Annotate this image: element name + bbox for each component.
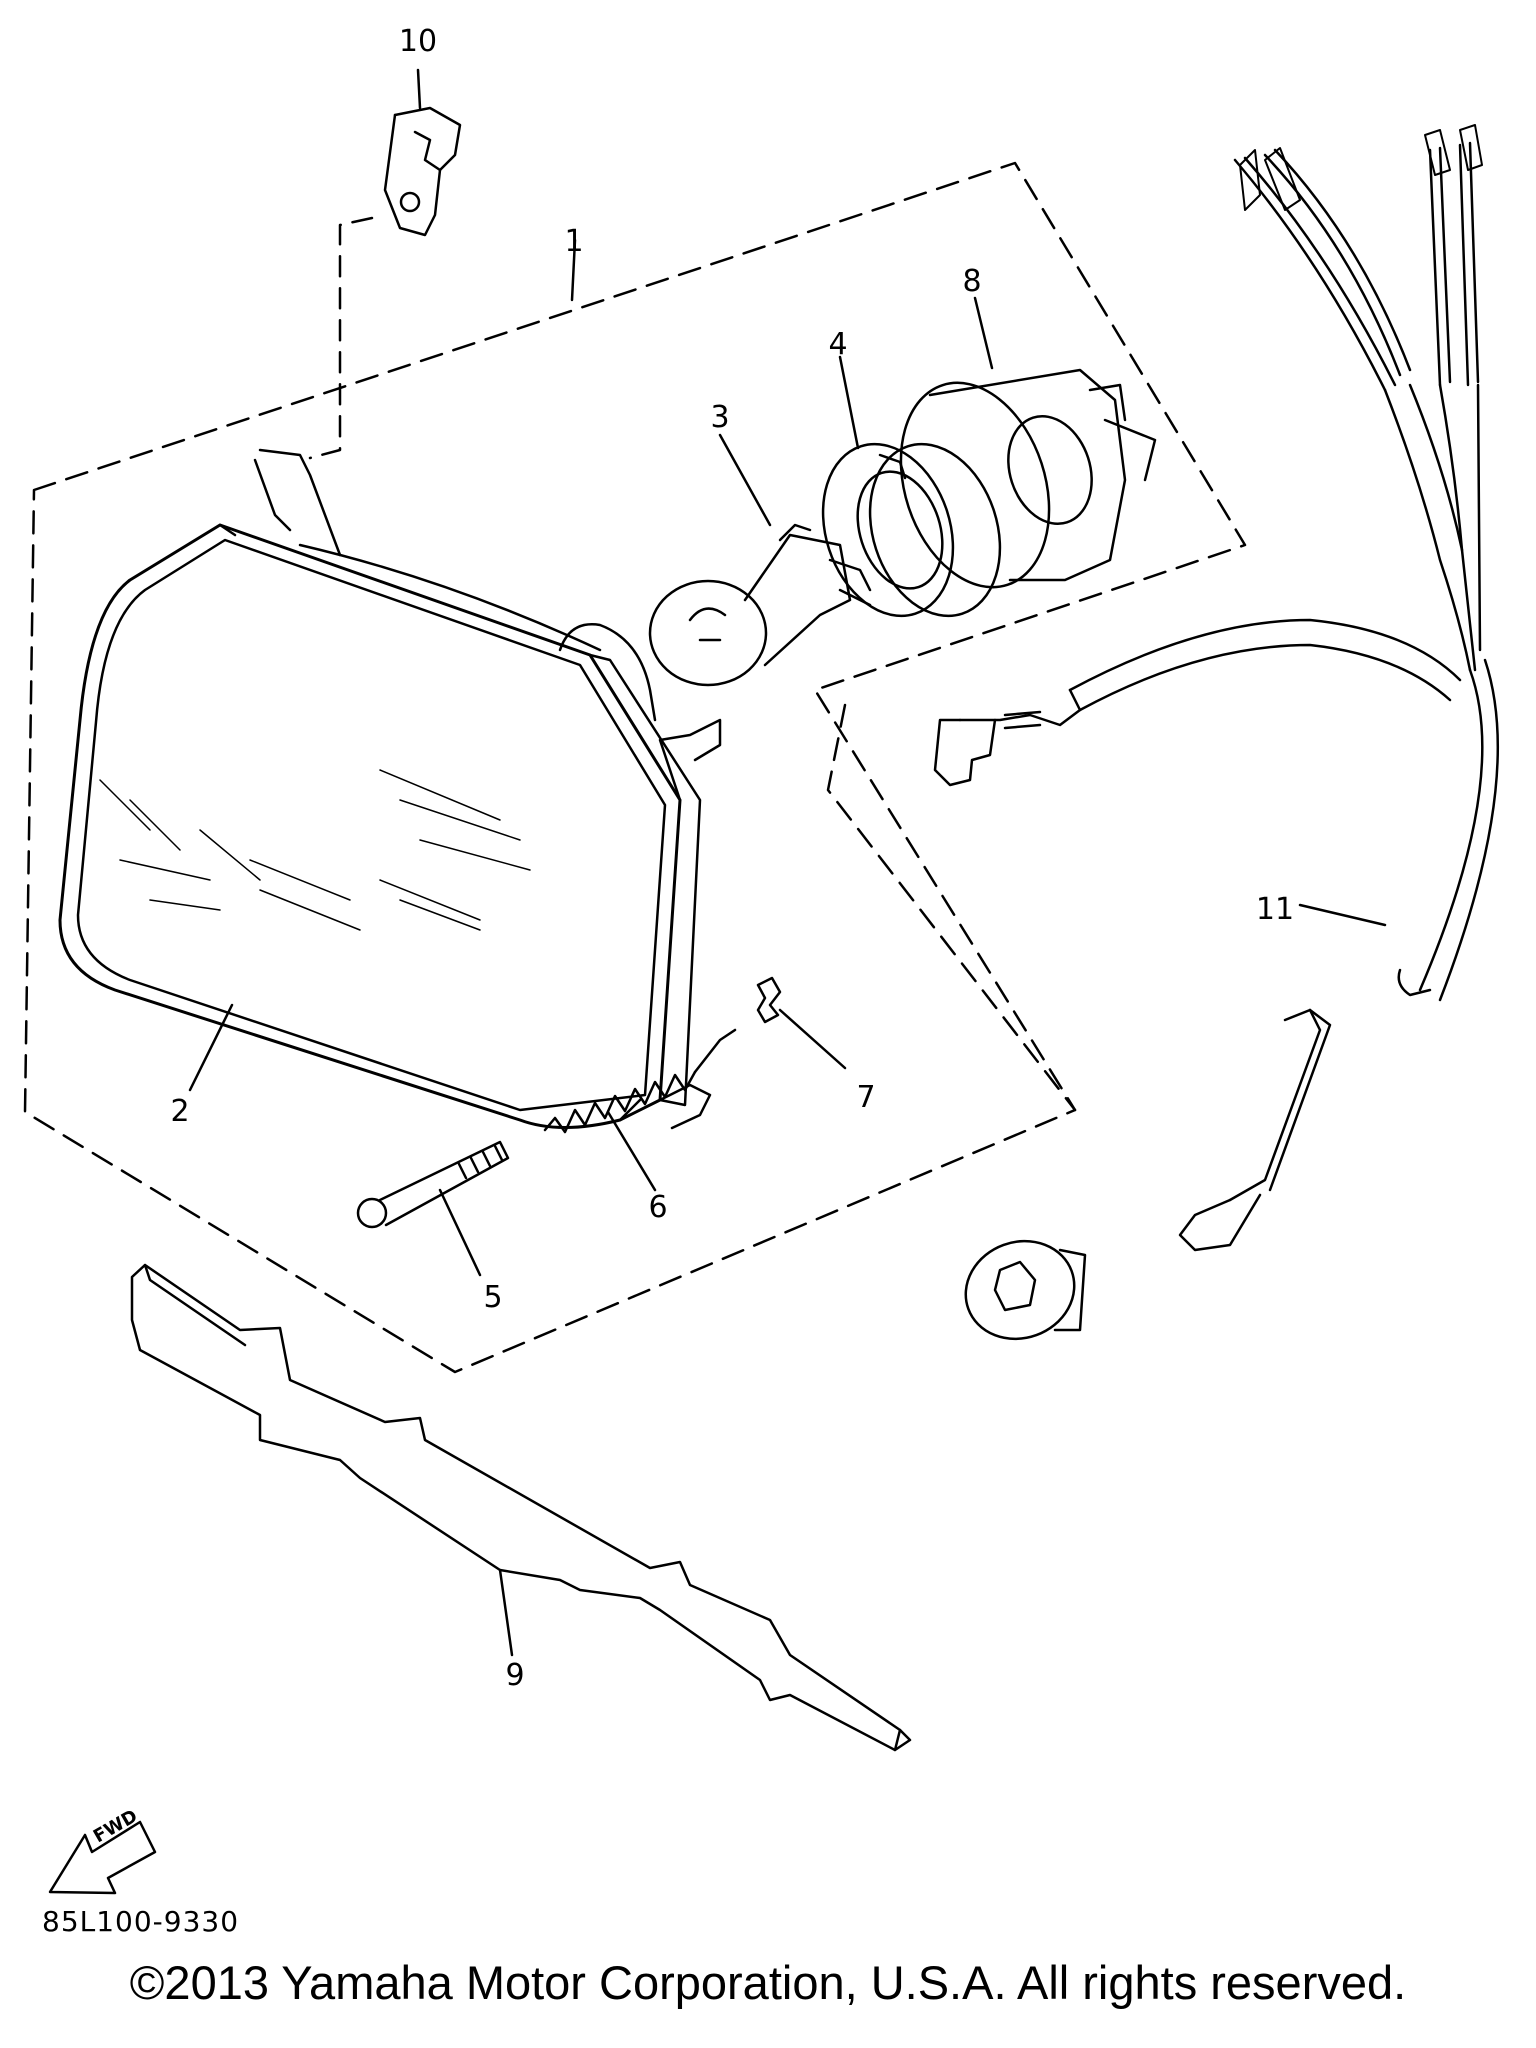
spring: [543, 1028, 737, 1134]
fwd-arrow-icon: [48, 1820, 157, 1895]
bulb-cover: [899, 368, 1157, 589]
leader-10: [416, 68, 422, 110]
retaining-ring: [821, 442, 1002, 618]
callout-4: 4: [828, 327, 848, 362]
callout-3: 3: [710, 400, 730, 435]
leader-8: [973, 296, 994, 370]
clamp-link-line: [308, 216, 374, 460]
callout-1: 1: [564, 224, 584, 259]
callout-2: 2: [170, 1094, 190, 1129]
callout-9: 9: [505, 1658, 525, 1693]
leader-11: [1298, 903, 1387, 927]
clamp: [383, 106, 462, 237]
callout-7: 7: [856, 1080, 876, 1115]
copyright-notice: ©2013 Yamaha Motor Corporation, U.S.A. A…: [129, 1956, 1407, 2009]
callout-10: 10: [398, 24, 438, 59]
callout-6: 6: [648, 1190, 668, 1225]
leader-6: [606, 1110, 657, 1192]
wiring-harness: [933, 124, 1500, 1341]
assembly-boundary-wiring: [826, 703, 1077, 1112]
leader-2: [188, 1003, 234, 1092]
leader-3: [718, 433, 772, 527]
leader-1: [570, 238, 577, 302]
callout-8: 8: [962, 264, 982, 299]
clip: [756, 976, 782, 1024]
leader-5: [438, 1188, 482, 1277]
leader-4: [838, 355, 860, 450]
callout-11: 11: [1255, 892, 1295, 927]
assembly-boundary-main: [23, 161, 1247, 1374]
leader-9: [498, 1568, 514, 1657]
bolt: [356, 1140, 510, 1229]
bulb: [648, 523, 872, 687]
callout-5: 5: [483, 1280, 503, 1315]
trim-strip: [130, 1263, 912, 1752]
leader-7: [778, 1008, 847, 1070]
headlight-unit: [58, 448, 722, 1130]
part-code: 85L100-9330: [42, 1905, 240, 1938]
